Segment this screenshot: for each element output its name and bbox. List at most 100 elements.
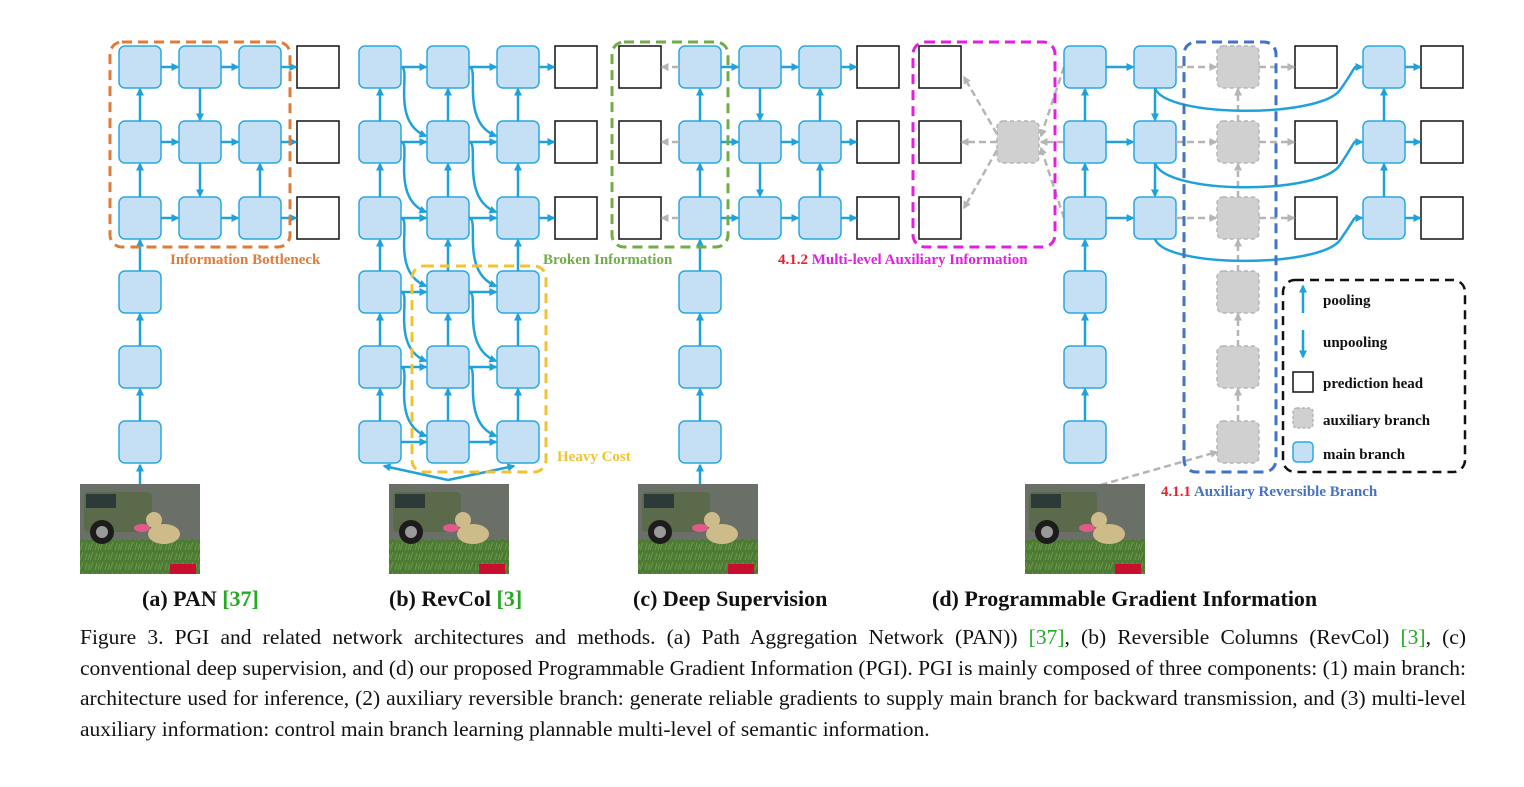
main-branch-block xyxy=(1063,345,1107,389)
legend-label: main branch xyxy=(1323,447,1406,463)
main-branch-block xyxy=(798,196,842,240)
main-branch-block xyxy=(496,270,540,314)
photo-c-dog-head xyxy=(704,512,720,528)
main-branch-block xyxy=(358,120,402,164)
main-branch-block xyxy=(118,45,162,89)
prediction-head xyxy=(918,45,962,89)
photo-c-wheel-rim xyxy=(654,526,666,538)
photo-a-dog-head xyxy=(146,512,162,528)
citation: [37] xyxy=(1028,625,1065,649)
auxiliary-reversible-box xyxy=(1182,40,1278,474)
reversible-text: Auxiliary Reversible Branch xyxy=(1194,484,1378,500)
auxiliary-branch-block xyxy=(1216,45,1260,89)
photo-a-wheel-rim xyxy=(96,526,108,538)
main-branch-block xyxy=(178,45,222,89)
photo-d-dog-head xyxy=(1091,512,1107,528)
prediction-head xyxy=(856,196,900,240)
information-bottleneck-label: Information Bottleneck xyxy=(170,252,321,268)
prediction-head xyxy=(618,120,662,164)
prediction-head xyxy=(918,196,962,240)
subfigure-title-text: (d) Programmable Gradient Information xyxy=(932,586,1317,611)
photo-a-frisbee xyxy=(134,524,150,532)
citation: [3] xyxy=(497,586,523,611)
flow-arrow xyxy=(382,463,449,482)
auxiliary-arrow xyxy=(1039,146,1066,219)
main-branch-block xyxy=(678,345,722,389)
auxiliary-branch-block xyxy=(1216,120,1260,164)
prediction-head xyxy=(296,120,340,164)
main-branch-block xyxy=(358,345,402,389)
prediction-head xyxy=(1420,196,1464,240)
auxiliary-arrow xyxy=(962,149,999,210)
photo-b-dog-body xyxy=(457,524,489,544)
photo-d-dog-body xyxy=(1093,524,1125,544)
main-branch-block xyxy=(1063,420,1107,464)
main-branch-block xyxy=(358,45,402,89)
subfigure-d-title: (d) Programmable Gradient Information xyxy=(932,586,1317,611)
main-branch-block xyxy=(178,196,222,240)
main-branch-block xyxy=(496,420,540,464)
main-branch-block xyxy=(1362,120,1406,164)
photo-b-wheel-rim xyxy=(405,526,417,538)
main-branch-block xyxy=(798,120,842,164)
main-branch-block xyxy=(1063,120,1107,164)
main-branch-block xyxy=(118,196,162,240)
main-branch-block xyxy=(238,196,282,240)
main-branch-block xyxy=(238,120,282,164)
photo-d-wheel-rim xyxy=(1041,526,1053,538)
main-branch-block xyxy=(426,45,470,89)
photo-c-dog-body xyxy=(706,524,738,544)
main-branch-block xyxy=(358,270,402,314)
main-branch-block xyxy=(496,196,540,240)
prediction-head xyxy=(554,196,598,240)
auxiliary-branch-block xyxy=(996,120,1040,164)
main-branch-block xyxy=(678,45,722,89)
prediction-head xyxy=(618,196,662,240)
prediction-head xyxy=(296,45,340,89)
main-branch-block xyxy=(1063,270,1107,314)
auxiliary-arrow xyxy=(1089,449,1219,490)
prediction-head xyxy=(918,120,962,164)
skip-connection-arrow xyxy=(400,365,428,438)
prediction-head xyxy=(1294,120,1338,164)
skip-connection-arrow xyxy=(468,365,498,438)
subfigure-c-title: (c) Deep Supervision xyxy=(633,586,827,611)
skip-connection-arrow xyxy=(400,65,428,138)
photo-a-cloth xyxy=(170,564,196,574)
prediction-head xyxy=(1420,120,1464,164)
main-branch-block xyxy=(738,120,782,164)
main-branch-block xyxy=(496,345,540,389)
information-bottleneck-box xyxy=(108,40,292,249)
subfigure-title-text: (a) PAN xyxy=(142,586,222,611)
prediction-head xyxy=(618,45,662,89)
legend-label: pooling xyxy=(1323,293,1371,309)
heavy-cost-label: Heavy Cost xyxy=(557,449,631,465)
prediction-head xyxy=(554,120,598,164)
photo-d-cloth xyxy=(1115,564,1141,574)
reversible-branch-label: 4.1.1 Auxiliary Reversible Branch xyxy=(1161,484,1378,500)
main-branch-block xyxy=(178,120,222,164)
skip-connection-arrow xyxy=(468,140,498,214)
skip-connection-arrow xyxy=(468,216,498,288)
legend-label: prediction head xyxy=(1323,376,1424,392)
main-branch-block xyxy=(426,420,470,464)
prediction-head xyxy=(296,196,340,240)
photo-b-cloth xyxy=(479,564,505,574)
architecture-diagram: pooling unpooling prediction head auxili… xyxy=(80,40,1467,611)
photo-b-jeep-window xyxy=(395,494,425,508)
main-branch-block xyxy=(678,196,722,240)
caption-text: , (b) Reversible Columns (RevCol) xyxy=(1064,625,1401,649)
prediction-head xyxy=(1294,45,1338,89)
main-branch-block xyxy=(798,45,842,89)
prediction-head xyxy=(856,120,900,164)
subfigure-a-title: (a) PAN [37] xyxy=(142,586,259,611)
main-branch-block xyxy=(238,45,282,89)
prediction-head xyxy=(1420,45,1464,89)
main-branch-block xyxy=(118,345,162,389)
photo-c-jeep-window xyxy=(644,494,674,508)
main-branch-block xyxy=(118,270,162,314)
main-branch-block xyxy=(426,345,470,389)
subfigure-title-text: (b) RevCol xyxy=(389,586,497,611)
prediction-head xyxy=(856,45,900,89)
main-branch-block xyxy=(738,196,782,240)
